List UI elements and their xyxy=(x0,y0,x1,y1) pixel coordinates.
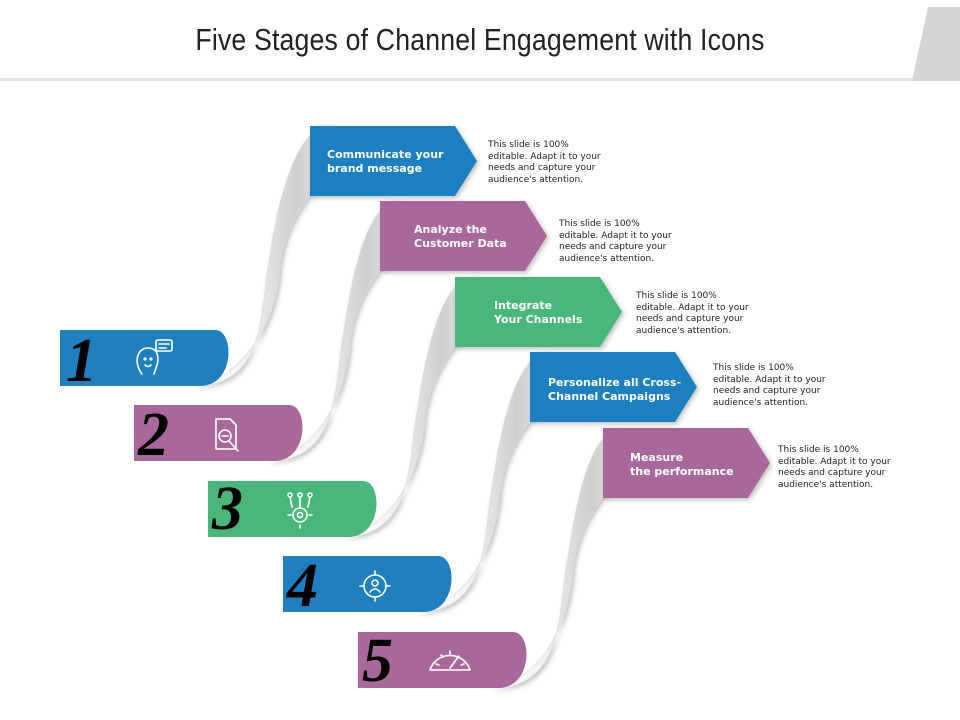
stage-label-2: Analyze the Customer Data xyxy=(414,223,507,250)
title-underline xyxy=(0,78,915,81)
stage-label-1: Communicate your brand message xyxy=(327,148,444,175)
speedometer-icon xyxy=(429,650,471,671)
stage-number-5: 5 xyxy=(362,627,393,695)
stage-band-3 xyxy=(208,481,377,537)
document-search-icon xyxy=(215,418,239,452)
stage-label-5: Measure the performance xyxy=(630,451,734,478)
stage-label-3: Integrate Your Channels xyxy=(494,299,583,326)
stage-description-4: This slide is 100% editable. Adapt it to… xyxy=(713,363,826,408)
stage-number-4: 4 xyxy=(287,552,318,620)
stage-arrow-3 xyxy=(455,277,622,347)
target-user-icon xyxy=(359,570,391,602)
gear-network-icon xyxy=(287,492,313,529)
stage-arrow-4 xyxy=(530,352,697,422)
stage-arrow-2 xyxy=(380,201,547,271)
stage-description-1: This slide is 100% editable. Adapt it to… xyxy=(488,140,601,185)
stage-arrow-1 xyxy=(310,126,477,196)
stage-arrow-5 xyxy=(603,428,770,498)
stage-band-5 xyxy=(358,632,527,688)
stage-description-5: This slide is 100% editable. Adapt it to… xyxy=(778,445,891,490)
stage-label-4: Personalize all Cross- Channel Campaigns xyxy=(548,376,682,403)
stage-number-2: 2 xyxy=(138,401,169,469)
stage-number-1: 1 xyxy=(66,327,97,395)
stage-description-3: This slide is 100% editable. Adapt it to… xyxy=(636,291,749,336)
slide-title: Five Stages of Channel Engagement with I… xyxy=(195,22,765,57)
stage-description-2: This slide is 100% editable. Adapt it to… xyxy=(559,219,672,264)
chat-face-icon xyxy=(136,339,173,375)
stage-number-3: 3 xyxy=(212,475,243,543)
stage-band-2 xyxy=(134,405,303,461)
stage-band-4 xyxy=(283,556,452,612)
corner-decoration xyxy=(912,7,960,81)
